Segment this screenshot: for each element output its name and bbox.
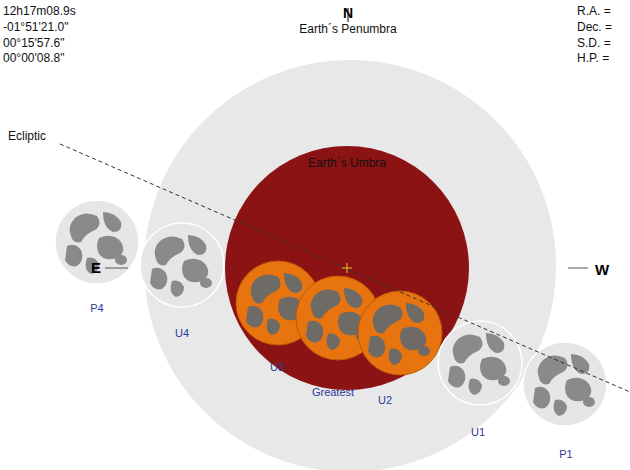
ecliptic-label: Ecliptic: [8, 130, 46, 143]
umbra-circle: Earth´s Umbra: [225, 146, 469, 390]
contact-label: P4: [90, 302, 103, 314]
contact-label: Greatest: [312, 386, 354, 398]
compass-east: E: [91, 260, 101, 277]
compass-west: W: [595, 262, 609, 279]
coordinate-value: -01°51'21.0": [3, 21, 68, 34]
coordinate-value: 00°00'08.8": [3, 52, 64, 65]
coordinate-name: R.A. =: [577, 5, 611, 18]
coordinate-name: S.D. =: [577, 37, 611, 50]
compass-north: N: [343, 6, 353, 21]
coordinate-value: 00°15'57.6": [3, 37, 64, 50]
contact-label: P1: [559, 448, 572, 460]
contact-label: U3: [270, 361, 284, 373]
shape-title: Earth´s Umbra: [308, 157, 386, 170]
coordinate-name: H.P. =: [577, 52, 609, 65]
penumbra-circle: Earth´s PenumbraEarth´s Umbra: [144, 60, 556, 470]
coordinate-name: Dec. =: [577, 21, 612, 34]
contact-label: U4: [175, 327, 189, 339]
contact-label: U2: [378, 394, 392, 406]
coordinate-value: 12h17m08.9s: [3, 5, 76, 18]
shape-title: Earth´s Penumbra: [299, 23, 396, 36]
contact-label: U1: [471, 426, 485, 438]
